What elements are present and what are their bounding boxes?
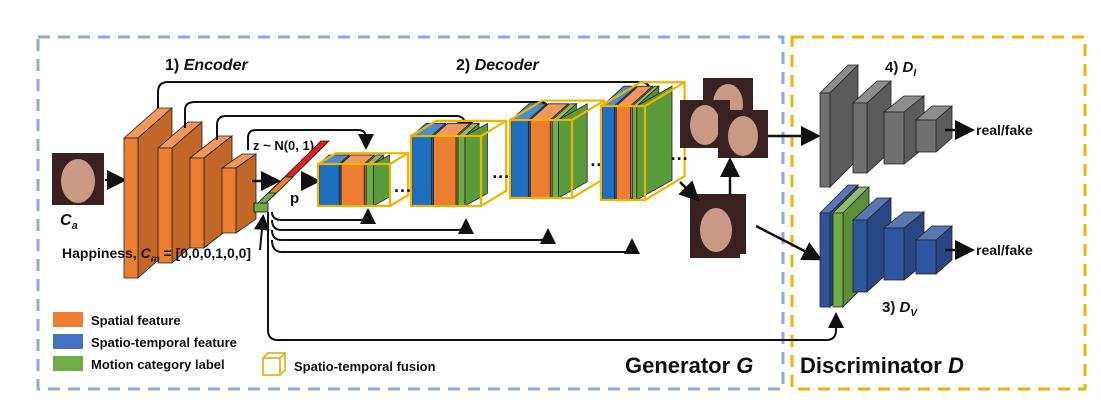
video-to-dv-arrow xyxy=(755,224,823,261)
generated-frames xyxy=(680,78,768,158)
legend-swatch-spatio-temporal xyxy=(53,334,83,349)
legend-label-fusion: Spatio-temporal fusion xyxy=(294,359,436,374)
category-arrow xyxy=(253,214,270,251)
label-connections xyxy=(267,208,844,341)
generator-title: Generator G xyxy=(625,353,753,378)
spatio-temporal-fusion-box xyxy=(409,119,508,208)
image-discriminator-block xyxy=(819,64,859,188)
spatio-temporal-fusion-box xyxy=(599,81,686,202)
legend-label-motion: Motion category label xyxy=(91,357,225,372)
p-label: p xyxy=(290,190,299,207)
ellipsis: ··· xyxy=(492,167,510,187)
image-discriminator-block xyxy=(914,105,954,153)
video-discriminator-block xyxy=(914,225,954,275)
legend-label-spatial: Spatial feature xyxy=(91,313,181,328)
decoder-output-arrow xyxy=(678,180,700,202)
image-discriminator-block xyxy=(851,80,893,174)
generator-boundary xyxy=(36,35,785,391)
decoder-block: ··· xyxy=(599,81,689,202)
legend-swatch-motion xyxy=(53,356,83,371)
legend-swatch-spatial xyxy=(53,312,83,327)
discriminator-title: Discriminator D xyxy=(800,353,964,378)
spatio-temporal-fusion-box xyxy=(316,152,410,208)
decoder-block: ··· xyxy=(316,152,412,208)
input-face-image xyxy=(52,153,104,205)
image-real-fake-label: real/fake xyxy=(976,122,1033,138)
ellipsis: ··· xyxy=(671,149,689,169)
discriminator-boundary xyxy=(790,35,1087,391)
legend: Spatial feature Spatio-temporal feature … xyxy=(53,312,436,376)
input-label: Ca xyxy=(60,212,78,232)
encoder-label: 1) Encoder xyxy=(165,57,248,74)
image-discriminator-label: 4) DI xyxy=(885,59,916,79)
encoder-block xyxy=(220,153,258,234)
spatio-temporal-fusion-box xyxy=(508,99,606,200)
video-discriminator-label: 3) DV xyxy=(882,299,918,319)
legend-label-spatio-temporal: Spatio-temporal feature xyxy=(91,335,237,350)
video-real-fake-label: real/fake xyxy=(976,242,1033,258)
decoder: ··· ··· ··· ··· xyxy=(316,81,689,208)
noise-label: z ~ N(0, 1) xyxy=(253,138,314,153)
image-discriminator xyxy=(819,64,954,188)
decoder-label: 2) Decoder xyxy=(456,57,539,74)
generated-video xyxy=(690,194,746,258)
ellipsis: ··· xyxy=(394,181,412,201)
video-discriminator xyxy=(819,184,954,308)
fusion-cube-icon xyxy=(262,352,286,376)
encoder xyxy=(122,107,258,279)
category-label: Happiness, Cm = [0,0,0,1,0,0] xyxy=(62,245,251,265)
decoder-block: ··· xyxy=(508,99,608,200)
decoder-block: ··· xyxy=(409,119,510,208)
